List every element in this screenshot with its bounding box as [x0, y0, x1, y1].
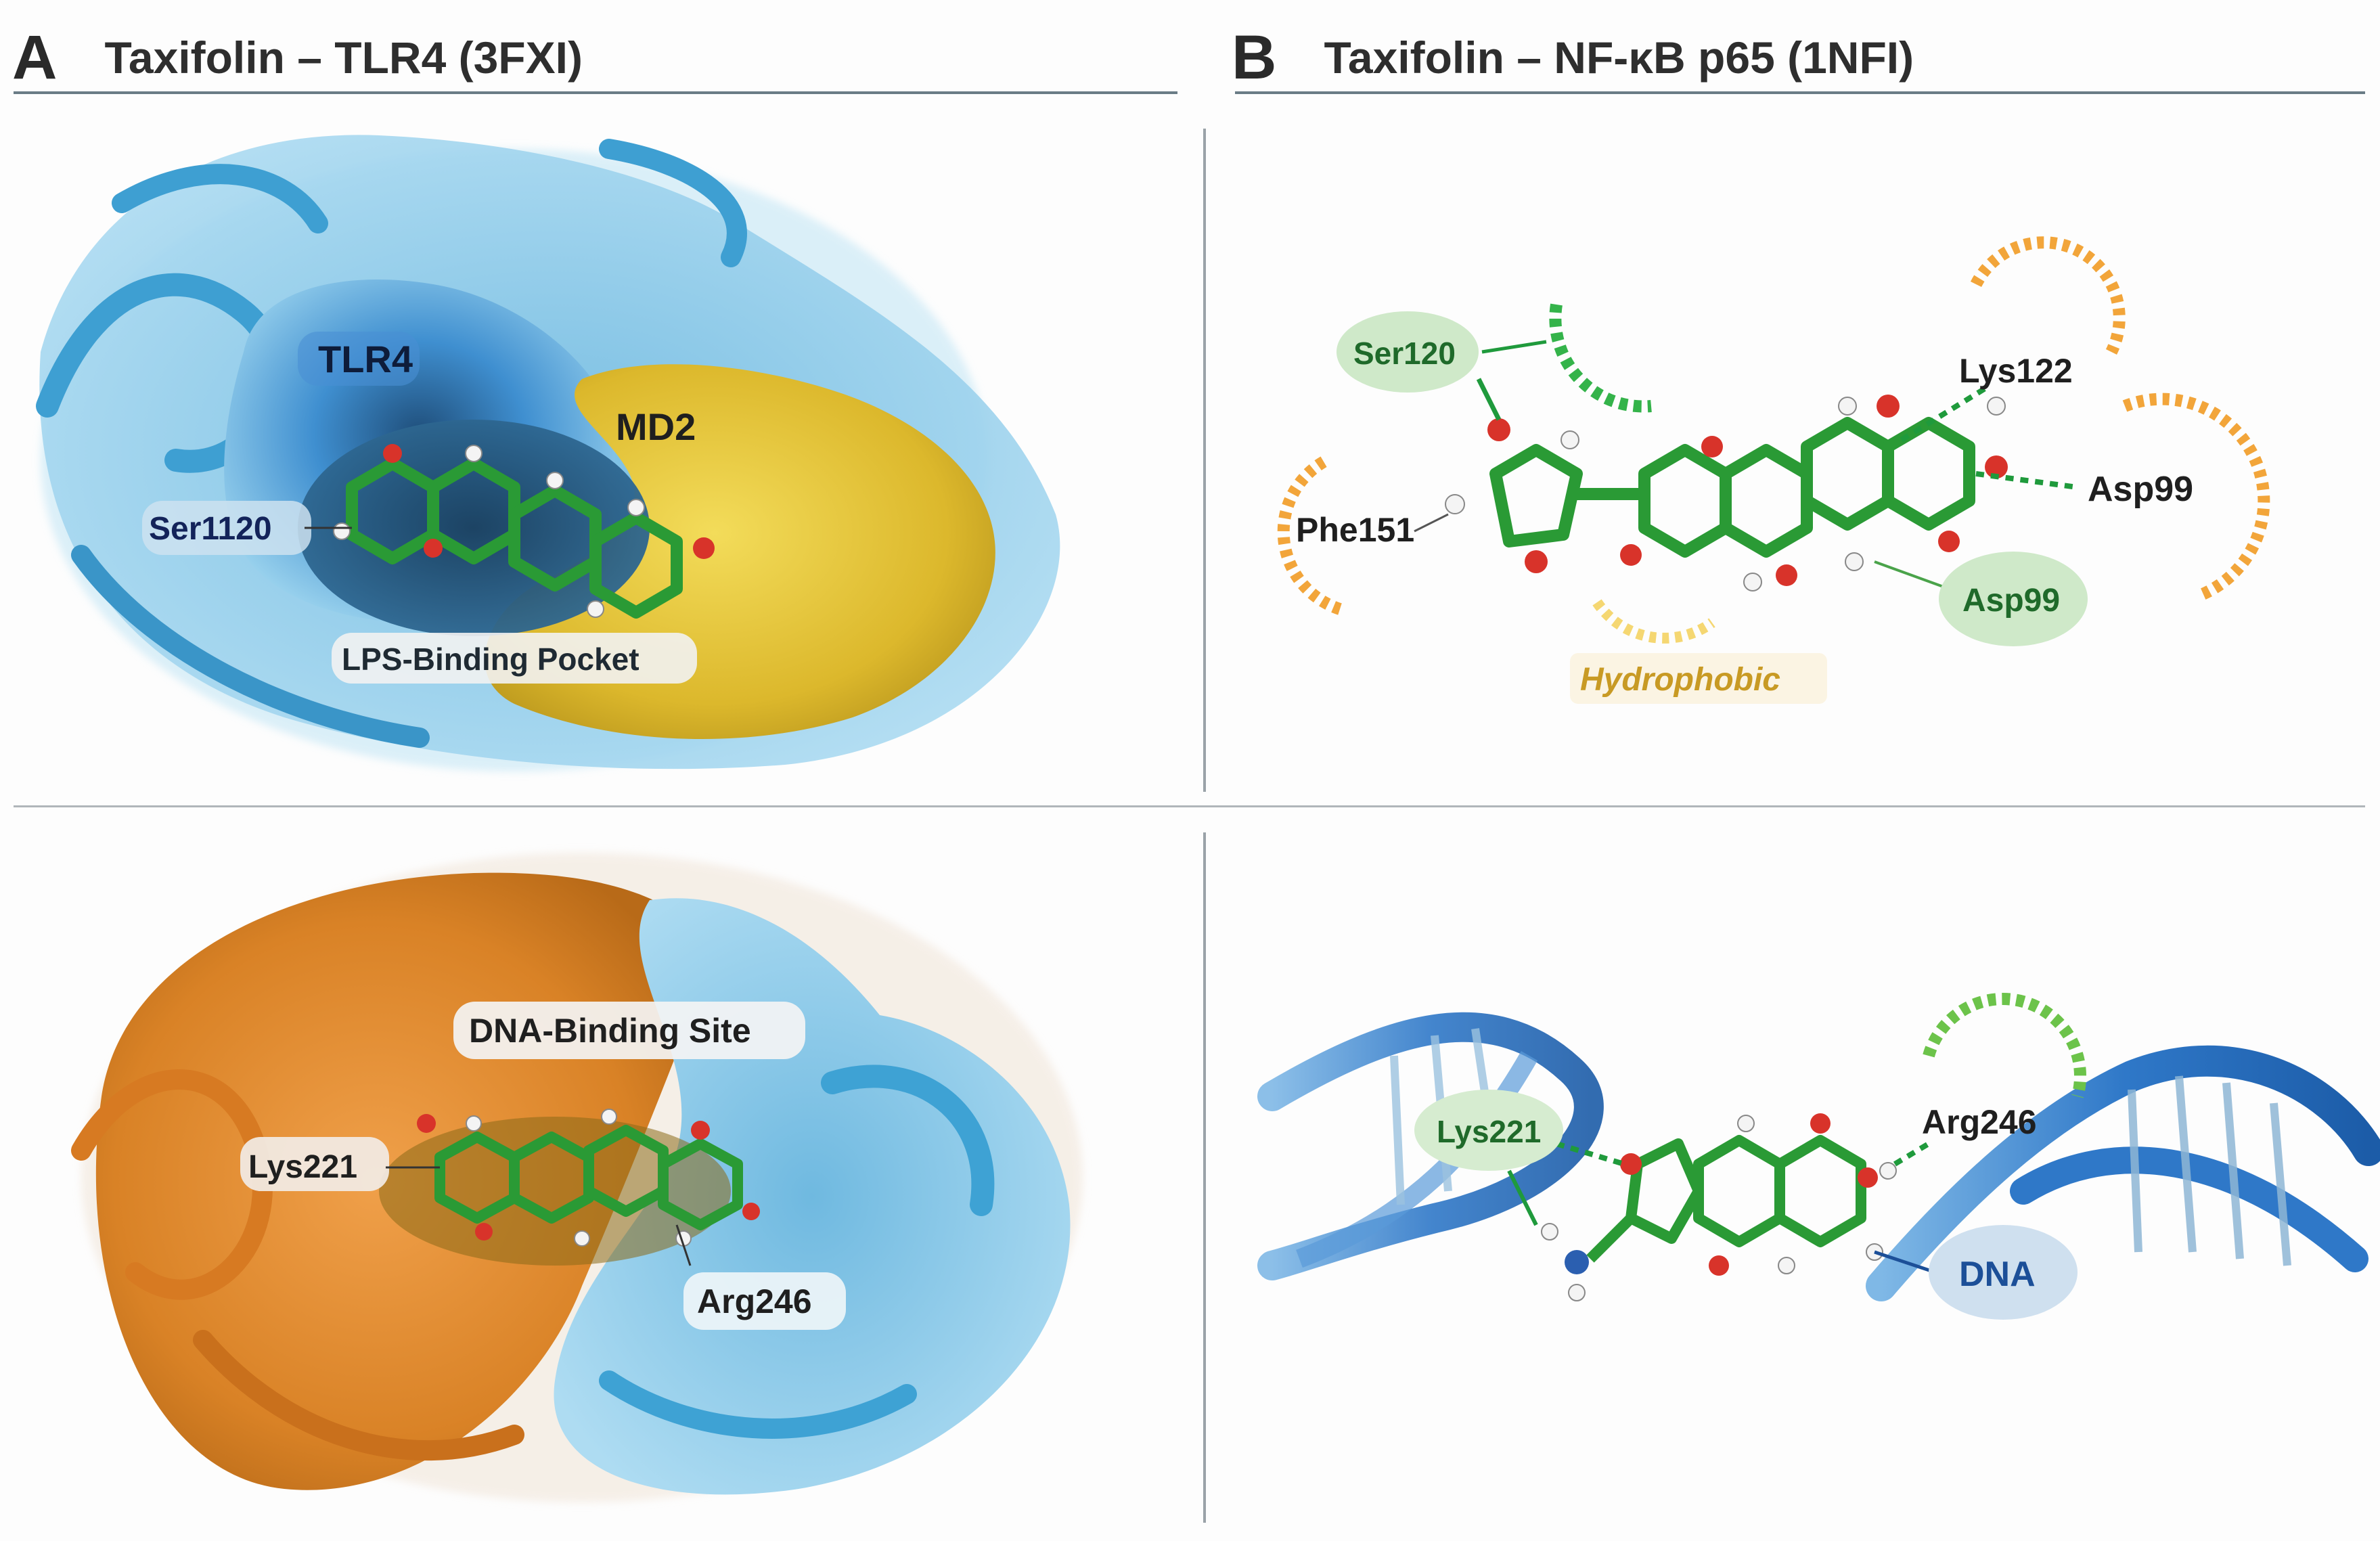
svg-text:Ser120: Ser120	[1353, 336, 1456, 371]
ser1120-label: Ser1120	[142, 501, 352, 555]
svg-text:Asp99: Asp99	[1962, 583, 2060, 619]
lys221-label-a: Lys221	[240, 1137, 440, 1191]
panel-a-letter: A	[12, 22, 58, 92]
svg-text:Lys221: Lys221	[1437, 1114, 1541, 1149]
horizontal-divider	[14, 805, 2365, 807]
arg246-label-b: Arg246	[1922, 1103, 2037, 1141]
panel-b-letter: B	[1232, 22, 1277, 92]
svg-text:DNA: DNA	[1959, 1255, 2036, 1294]
tlr4-md2-structure	[36, 135, 1060, 772]
lys122-label: Lys122	[1959, 352, 2073, 390]
tlr4-label: TLR4	[298, 332, 420, 386]
dna-binding-site-label: DNA-Binding Site	[453, 1002, 805, 1059]
svg-text:Hydrophobic: Hydrophobic	[1580, 662, 1780, 698]
dna-bubble: DNA	[1929, 1225, 2078, 1320]
svg-text:LPS-Binding Pocket: LPS-Binding Pocket	[342, 642, 639, 677]
arg246-label-a: Arg246	[675, 1224, 846, 1330]
panel-a-title: Taxifolin – TLR4 (3FXI)	[104, 32, 583, 83]
svg-text:TLR4: TLR4	[318, 338, 413, 380]
svg-text:Phe151: Phe151	[1296, 511, 1414, 549]
ser120-bubble: Ser120	[1337, 311, 1479, 393]
svg-text:Arg246: Arg246	[1922, 1103, 2037, 1141]
svg-text:Asp99: Asp99	[2088, 470, 2193, 509]
svg-text:Lys122: Lys122	[1959, 352, 2073, 390]
asp99-bubble: Asp99	[1939, 552, 2088, 646]
lps-binding-pocket-label: LPS-Binding Pocket	[332, 633, 697, 684]
phe151-label: Phe151	[1296, 511, 1449, 549]
panel-b-header: B Taxifolin – NF-κB p65 (1NFI)	[1232, 14, 1914, 102]
panel-b-title: Taxifolin – NF-κB p65 (1NFI)	[1324, 32, 1914, 83]
lys221-bubble-b: Lys221	[1414, 1090, 1563, 1171]
panel-b-header-rule	[1235, 91, 2365, 94]
asp99-label: Asp99	[2088, 470, 2193, 509]
svg-text:Arg246: Arg246	[697, 1282, 812, 1320]
panel-a-header-rule	[14, 91, 1177, 94]
interaction-map	[1277, 236, 2270, 644]
svg-text:DNA-Binding Site: DNA-Binding Site	[469, 1012, 751, 1050]
hydrophobic-label: Hydrophobic	[1570, 653, 1827, 704]
svg-text:Ser1120: Ser1120	[149, 511, 272, 547]
vertical-divider-top	[1203, 129, 1206, 792]
svg-text:MD2: MD2	[616, 405, 696, 448]
vertical-divider-bottom	[1203, 832, 1206, 1523]
panel-a-header: A Taxifolin – TLR4 (3FXI)	[12, 14, 583, 102]
svg-text:Lys221: Lys221	[248, 1149, 357, 1185]
p65-dna-binding-structure	[71, 853, 1083, 1502]
md2-label: MD2	[616, 405, 696, 448]
